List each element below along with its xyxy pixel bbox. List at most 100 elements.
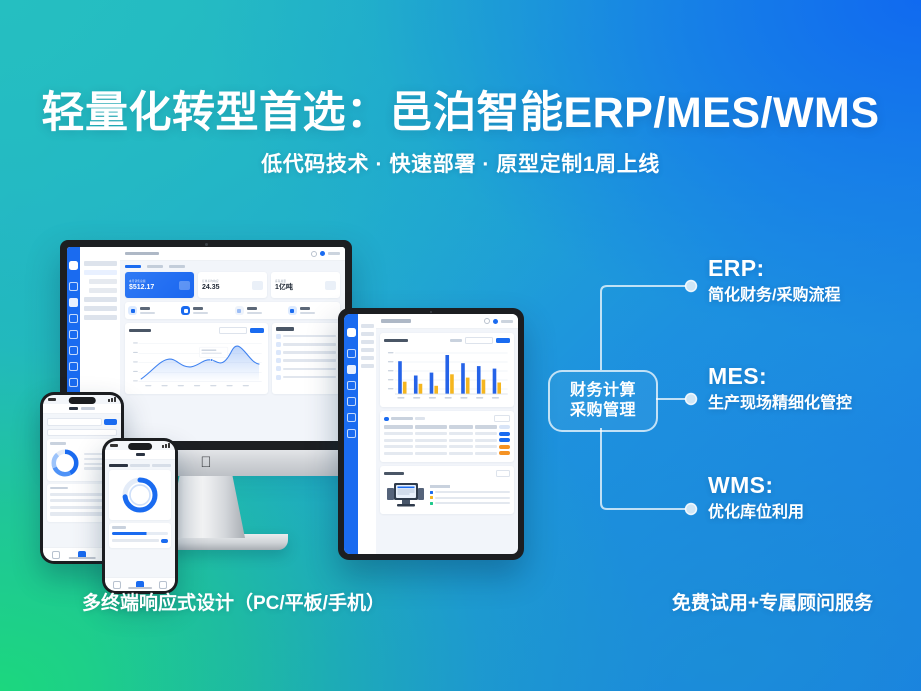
wms-bar-chart-panel — [380, 333, 514, 407]
rail-icon-reports[interactable] — [69, 330, 78, 339]
quick-action-stocktake[interactable] — [287, 306, 337, 315]
menu-item-5[interactable] — [361, 356, 374, 360]
list-item[interactable] — [276, 366, 336, 372]
tab-icon-home[interactable] — [52, 550, 60, 559]
table-row[interactable] — [384, 438, 510, 443]
rail-icon-inventory[interactable] — [69, 314, 78, 323]
phone-segment-row[interactable] — [109, 464, 171, 468]
dashboard-title-text — [125, 251, 159, 256]
query-button[interactable] — [496, 338, 510, 343]
device-legend — [430, 485, 510, 505]
bell-icon[interactable] — [484, 318, 490, 324]
purchase-icon — [128, 306, 137, 315]
list-item[interactable] — [276, 349, 336, 355]
home-indicator — [68, 556, 96, 559]
stat-card-response[interactable]: 订单平均响应 24.35 — [198, 272, 267, 298]
avatar[interactable] — [320, 251, 325, 256]
tab-settings[interactable] — [169, 265, 185, 268]
menu-item-6[interactable] — [361, 364, 374, 368]
quick-action-create-order[interactable] — [181, 306, 230, 315]
tablet-icon-rail[interactable] — [344, 314, 358, 554]
list-item-icon — [276, 341, 282, 347]
rail-icon-orders[interactable] — [346, 381, 356, 390]
menu-item-selected[interactable] — [84, 270, 117, 275]
tab-icon-scan[interactable] — [135, 580, 144, 589]
caption-left: 多终端响应式设计（PC/平板/手机） — [82, 593, 385, 614]
quick-action-quality[interactable] — [234, 306, 284, 315]
dashboard-tabs[interactable] — [125, 265, 340, 268]
rail-icon-orders[interactable] — [69, 298, 78, 307]
warehouse-select[interactable] — [465, 337, 493, 344]
progress-bar — [112, 531, 168, 535]
box-icon — [325, 280, 336, 290]
list-item[interactable] — [276, 358, 336, 364]
phone-tab-bar[interactable] — [105, 577, 175, 591]
tab-icon-scan[interactable] — [78, 550, 86, 559]
rail-icon-reports[interactable] — [346, 397, 356, 406]
trend-area-chart — [129, 337, 264, 390]
status-time — [48, 398, 56, 401]
status-badge-header — [499, 425, 510, 429]
tablet-content — [376, 314, 518, 554]
stat-card-sales[interactable]: 本月销售总额 $512.17 — [125, 272, 194, 298]
table-row[interactable] — [384, 431, 510, 436]
menu-item-3[interactable] — [361, 340, 374, 344]
rail-icon-settings[interactable] — [69, 362, 78, 371]
table-row[interactable] — [384, 451, 510, 456]
search-input[interactable] — [47, 418, 102, 426]
rail-icon-home[interactable] — [69, 282, 78, 291]
menu-subitem-2[interactable] — [89, 288, 117, 293]
caption-right: 免费试用+专属顾问服务 — [671, 593, 873, 614]
rail-icon-users[interactable] — [69, 346, 78, 355]
rail-icon-warehouse[interactable] — [346, 365, 356, 374]
dashboard-content: 本月销售总额 $512.17 订单平均响应 24.35 — [120, 247, 345, 441]
rail-icon-help[interactable] — [69, 378, 78, 387]
bell-icon[interactable] — [311, 250, 317, 257]
segment-3[interactable] — [151, 464, 171, 468]
list-item[interactable] — [112, 538, 168, 543]
export-button[interactable] — [250, 328, 265, 333]
imac-screen: 本月销售总额 $512.17 订单平均响应 24.35 — [67, 247, 345, 441]
device-panel-action[interactable] — [496, 469, 510, 477]
date-range-select[interactable] — [219, 327, 248, 334]
menu-item-1[interactable] — [361, 324, 374, 328]
tablet-menu[interactable] — [358, 314, 376, 554]
menu-item-finance[interactable] — [84, 306, 117, 311]
table-row[interactable] — [384, 444, 510, 449]
menu-item-2[interactable] — [361, 332, 374, 336]
table-filter-select[interactable] — [494, 415, 510, 422]
stocktake-icon — [287, 306, 297, 315]
quick-action-purchase[interactable] — [128, 306, 177, 315]
rail-icon-home[interactable] — [346, 349, 356, 358]
avatar[interactable] — [493, 318, 498, 324]
list-item[interactable] — [276, 333, 336, 339]
tab-icon-home[interactable] — [112, 580, 121, 589]
tab-analysis[interactable] — [147, 265, 163, 268]
rail-icon-help[interactable] — [346, 429, 356, 438]
annotation-erp-desc: 简化财务/采购流程 — [708, 287, 841, 305]
tab-overview[interactable] — [125, 265, 141, 268]
tab-icon-profile[interactable] — [159, 580, 168, 589]
list-item-icon — [276, 358, 282, 364]
app-logo-icon — [69, 261, 78, 270]
progress-card-title — [112, 526, 126, 529]
segment-active[interactable] — [109, 464, 129, 468]
list-item[interactable] — [276, 341, 336, 347]
trend-chart-title — [129, 328, 151, 333]
legend-swatch-blue — [430, 490, 433, 494]
inventory-donut-chart — [51, 449, 79, 477]
search-button[interactable] — [104, 419, 117, 425]
filter-input[interactable] — [47, 429, 117, 436]
page-title: 轻量化转型首选：邑泊智能ERP/MES/WMS — [41, 89, 880, 137]
stat-card-stock[interactable]: 库存总量 1亿吨 — [271, 272, 340, 298]
menu-subitem-1[interactable] — [89, 279, 117, 284]
wms-table-panel — [380, 411, 514, 462]
menu-item-warehouse[interactable] — [84, 315, 117, 320]
list-item[interactable] — [276, 374, 336, 380]
menu-item-overview[interactable] — [84, 261, 117, 266]
segment-2[interactable] — [130, 464, 150, 468]
create-order-icon — [181, 306, 191, 315]
menu-item-purchase[interactable] — [84, 297, 117, 302]
rail-icon-settings[interactable] — [346, 413, 356, 422]
menu-item-4[interactable] — [361, 348, 374, 352]
